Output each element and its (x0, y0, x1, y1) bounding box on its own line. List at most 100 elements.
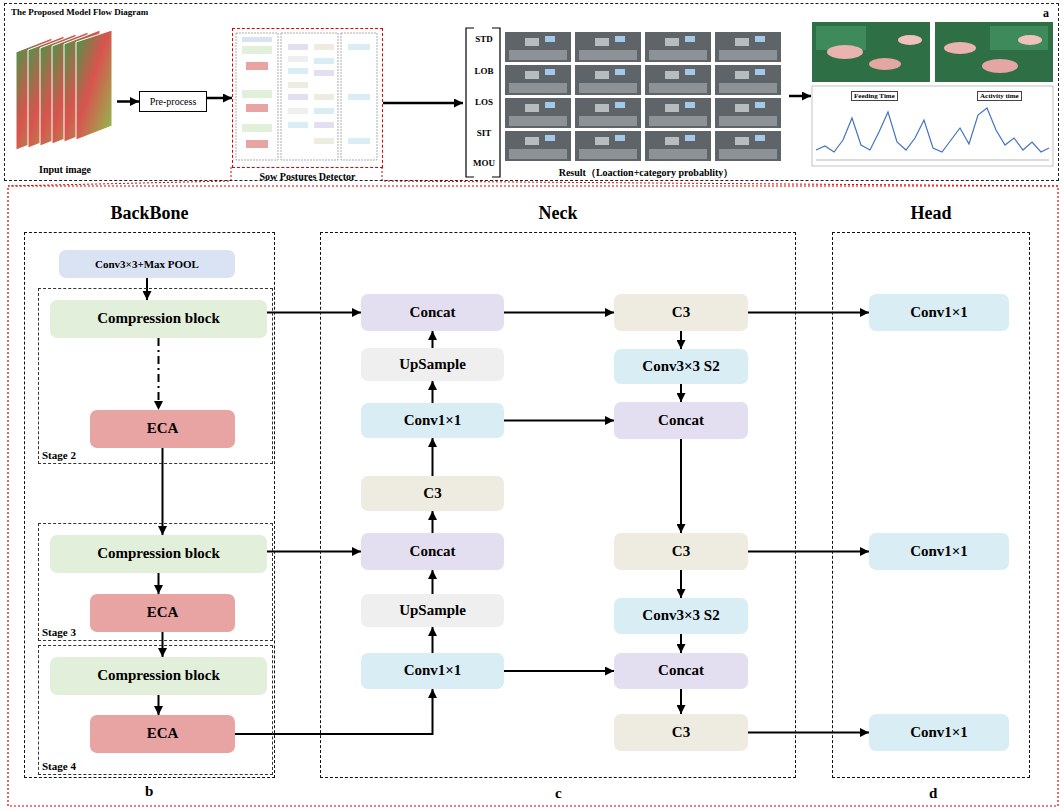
flow-arrow (504, 420, 614, 422)
node-label: Head (833, 203, 1029, 224)
flow-arrow (680, 384, 682, 402)
flow-arrow (432, 511, 434, 533)
node-label: Conv1×1 (910, 304, 968, 321)
flow-arrow (146, 278, 148, 300)
flow-arrow (748, 732, 869, 734)
node-label: Concat (410, 543, 456, 560)
conv-box: Conv1×1 (869, 294, 1009, 331)
conv-box: Conv3×3+Max POOL (59, 250, 235, 278)
flow-arrow (680, 439, 682, 533)
node-label: Conv1×1 (910, 724, 968, 741)
node-label: C3 (672, 543, 690, 560)
c3-box: C3 (614, 714, 748, 751)
node-label: Neck (321, 203, 795, 224)
panel-letter: b (145, 784, 153, 799)
node-label: Stage 2 (42, 449, 76, 462)
concat-box: Concat (361, 533, 504, 570)
node-label: Concat (410, 304, 456, 321)
node-label: Concat (658, 662, 704, 679)
node-label: Stage 4 (42, 760, 76, 773)
node-label: BackBone (25, 203, 274, 224)
stage-box: Compression blockECAStage 4 (38, 645, 273, 775)
detector-thumbnail: Sow Postures Detector (232, 28, 383, 168)
eca-block: ECA (90, 410, 235, 448)
node-label: UpSample (399, 356, 466, 373)
c3-box: C3 (361, 476, 504, 511)
c3-box: C3 (614, 533, 748, 570)
node-label: Conv1×1 (910, 543, 968, 560)
flow-arrow (383, 102, 463, 105)
node-label: Conv3×3+Max POOL (95, 258, 199, 271)
node-label: Sow Postures Detector (233, 171, 382, 183)
flow-arrow (432, 438, 434, 476)
eca-block: ECA (90, 594, 235, 632)
upsample-box: UpSample (361, 348, 504, 381)
flow-arrow (158, 573, 160, 594)
node-label: LOB (467, 66, 501, 76)
flow-arrow (432, 331, 434, 348)
detector-miniature (236, 33, 377, 160)
flow-arrow (680, 570, 682, 598)
node-label: Conv3×3 S2 (642, 607, 719, 624)
bracket (492, 28, 500, 177)
node-label: Compression block (97, 310, 220, 327)
node-label: C3 (672, 724, 690, 741)
flow-panel: Input imagePre-processSow Postures Detec… (4, 3, 1059, 181)
flow-arrow (504, 670, 614, 672)
section-box: Conv3×3+Max POOLCompression blockECAStag… (24, 232, 275, 778)
flow-arrow (158, 695, 160, 715)
process-box: Pre-process (139, 91, 207, 112)
flow-arrow (504, 312, 614, 314)
concat-box: Concat (614, 653, 748, 689)
conv-box: Conv1×1 (361, 403, 504, 438)
result-thumbnails (505, 32, 785, 163)
node-label: Stage 3 (42, 626, 76, 639)
flow-arrow (235, 689, 433, 734)
flow-arrow (680, 634, 682, 653)
panel-letter: d (929, 786, 937, 801)
result-group: STDLOBLOSSITMOUResult（Loaction+category … (463, 27, 789, 179)
bracket (466, 28, 474, 177)
zoom-frame (8, 186, 1058, 806)
flow-arrow (748, 312, 869, 314)
concat-box: Concat (614, 402, 748, 439)
section-box: Conv1×1Conv1×1Conv1×1Head (832, 232, 1030, 778)
node-label: Concat (658, 412, 704, 429)
eca-block: ECA (90, 715, 235, 753)
panel-letter: a (1043, 7, 1049, 19)
node-label: Input image (13, 164, 117, 176)
conv-box: Conv1×1 (869, 533, 1009, 570)
flow-arrow (432, 570, 434, 594)
flow-arrow (680, 331, 682, 349)
conv-box: Conv3×3 S2 (614, 598, 748, 634)
flow-arrow (748, 551, 869, 553)
node-label: C3 (672, 304, 690, 321)
conv-box: Conv1×1 (361, 653, 504, 689)
input-image: Input image (13, 29, 117, 175)
node-label: Activity time (977, 91, 1022, 101)
node-label: STD (467, 34, 501, 44)
node-label: Compression block (97, 545, 220, 562)
node-label: UpSample (399, 602, 466, 619)
flow-arrow (267, 551, 361, 553)
node-label: MOU (467, 158, 501, 168)
stage-box: Compression blockECA Stage 2 (38, 288, 273, 464)
node-label: Pre-process (150, 96, 197, 108)
node-label: SIT (467, 128, 501, 138)
stage-box: Compression blockECA Stage 3 (38, 523, 273, 641)
flow-arrow (158, 338, 160, 410)
c3-box: C3 (614, 294, 748, 331)
result-visualisation-art (812, 22, 1053, 166)
node-label: Result（Loaction+category probablity） (506, 167, 786, 179)
node-label: C3 (423, 485, 441, 502)
flow-arrow (680, 689, 682, 714)
conv-box: Conv3×3 S2 (614, 349, 748, 384)
input-image-stack (16, 30, 112, 150)
conv-box: Conv1×1 (869, 714, 1009, 751)
section-box: ConcatC3UpSampleConv3×3 S2Conv1×1ConcatC… (320, 232, 796, 778)
concat-box: Concat (361, 294, 504, 331)
flow-arrow (789, 95, 811, 98)
flow-arrow (162, 448, 164, 535)
panel-letter: c (555, 786, 562, 801)
node-label: ECA (147, 604, 179, 621)
